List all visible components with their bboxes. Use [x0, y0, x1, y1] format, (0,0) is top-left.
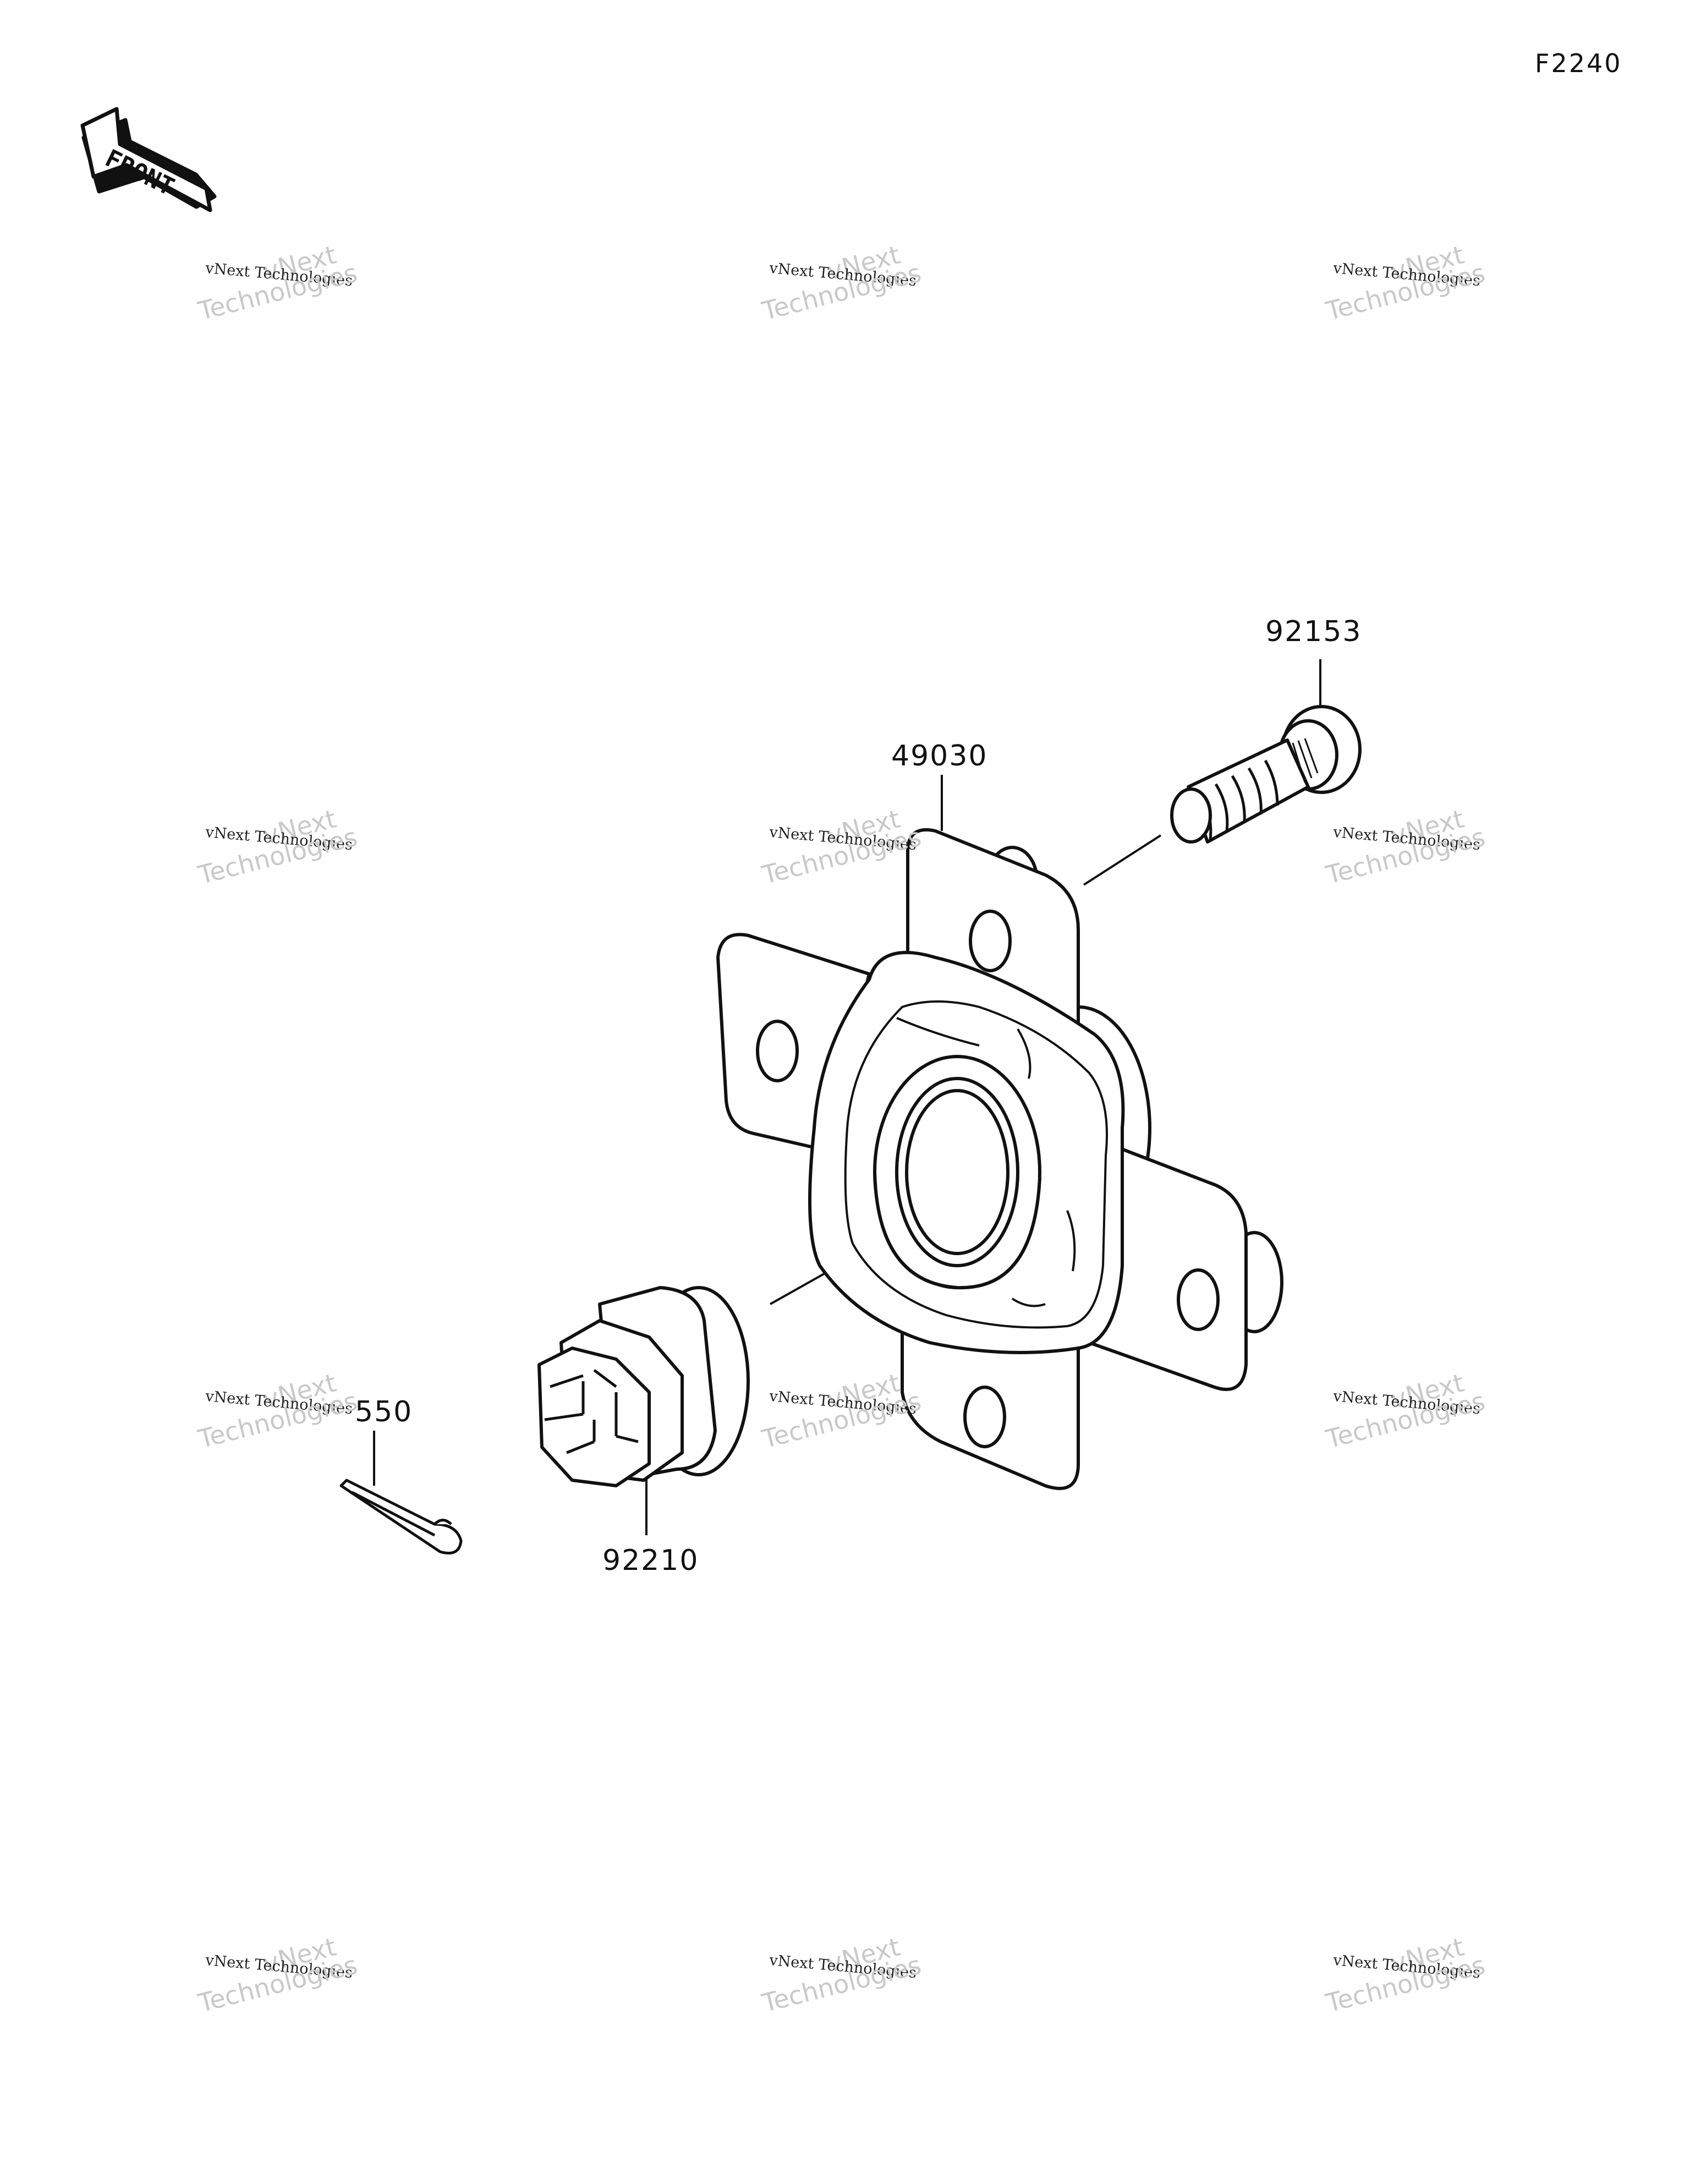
callout-49030[interactable]: 49030 — [891, 740, 988, 773]
callout-92210[interactable]: 92210 — [602, 1544, 699, 1577]
leader-92153-to-hub — [1083, 834, 1162, 886]
callout-550[interactable]: 550 — [355, 1395, 413, 1428]
front-arrow-icon: FRONT — [80, 107, 217, 212]
castle-nut-icon — [537, 1286, 750, 1487]
hub-flange-icon — [716, 828, 1283, 1490]
wheel-stud-bolt-icon — [1170, 705, 1362, 844]
cotter-pin-icon — [339, 1479, 463, 1554]
callout-92153[interactable]: 92153 — [1265, 615, 1362, 648]
figure-id: F2240 — [1535, 48, 1622, 78]
